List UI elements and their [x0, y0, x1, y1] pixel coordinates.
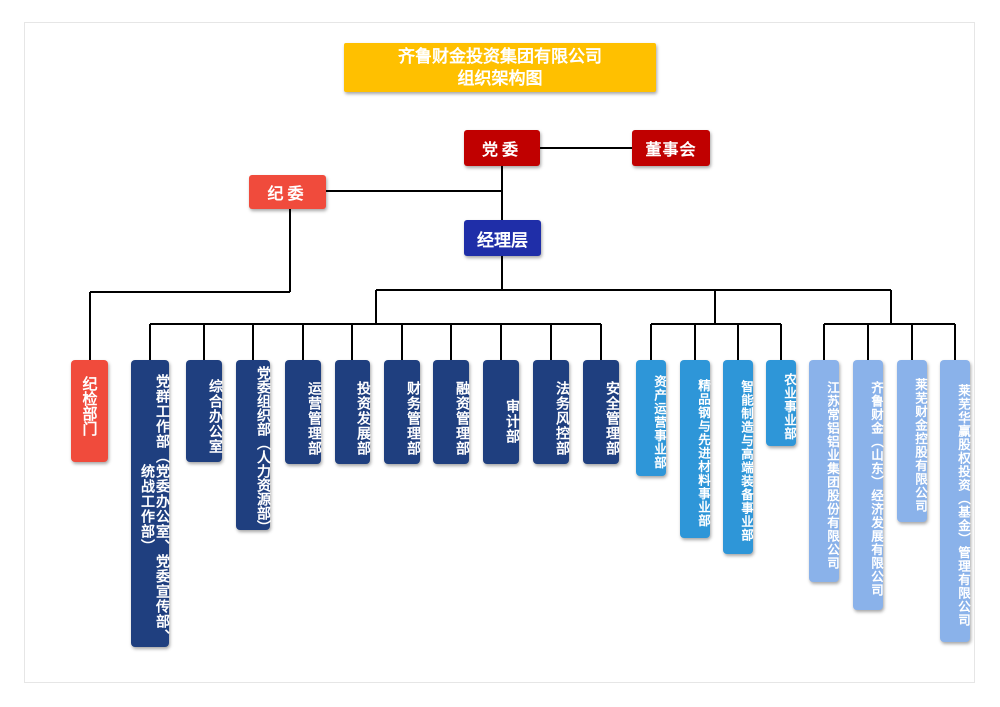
company-label: 莱芜华赢股权投资（基金）管理有限公司: [956, 383, 971, 627]
dept-investment-development: 投资发展部: [335, 360, 371, 464]
dept-organization-hr: 党委组织部（人力资源部）: [236, 360, 271, 534]
dept-label: 运营管理部: [306, 380, 322, 456]
title-line-2: 组织架构图: [457, 68, 543, 89]
company-laiwu-caijin-holding: 莱芜财金控股有限公司: [897, 360, 928, 522]
dept-general-office: 综合办公室: [186, 360, 223, 462]
bu-agriculture: 农业事业部: [766, 360, 797, 446]
chart-title: 齐鲁财金投资集团有限公司 组织架构图: [344, 43, 656, 92]
dept-audit: 审计部: [483, 360, 520, 464]
party-committee-box: 党委: [464, 130, 540, 166]
board-box: 董事会: [632, 130, 710, 166]
company-laiwu-huaying-fund: 莱芜华赢股权投资（基金）管理有限公司: [940, 360, 971, 642]
dept-label: 融资管理部: [454, 380, 470, 456]
company-jiangsu-changlv: 江苏常铝铝业集团股份有限公司: [809, 360, 840, 582]
dept-label: 综合办公室: [207, 378, 223, 454]
party-committee-label: 党委: [481, 140, 522, 159]
dept-finance: 财务管理部: [384, 360, 421, 464]
dept-safety: 安全管理部: [583, 360, 620, 464]
management-label: 经理层: [477, 230, 528, 251]
bu-label: 资产运营事业部: [652, 374, 667, 470]
dept-operations: 运营管理部: [285, 360, 322, 464]
dept-label: 党委组织部（人力资源部）: [255, 366, 271, 534]
dept-label: 财务管理部: [405, 380, 421, 456]
bu-asset-operations: 资产运营事业部: [636, 360, 667, 476]
bu-label: 农业事业部: [782, 373, 797, 441]
discipline-committee-label: 纪委: [267, 184, 308, 203]
dept-label: 法务风控部: [554, 380, 570, 456]
dept-label: 党群工作部（党委办公室、党委宣传部、统战工作部）: [139, 373, 170, 644]
company-label: 莱芜财金控股有限公司: [913, 377, 928, 513]
dept-financing: 融资管理部: [433, 360, 470, 464]
discipline-committee-box: 纪委: [249, 175, 326, 209]
company-label: 齐鲁财金（山东）经济发展有限公司: [869, 381, 884, 597]
dept-label: 审计部: [504, 398, 520, 444]
title-line-1: 齐鲁财金投资集团有限公司: [398, 46, 602, 67]
discipline-dept-box: 纪检部门: [71, 360, 108, 462]
bu-steel-materials: 精品钢与先进材料事业部: [680, 360, 711, 538]
discipline-dept-label: 纪检部门: [80, 376, 99, 436]
dept-legal-risk: 法务风控部: [533, 360, 570, 464]
dept-label: 投资发展部: [355, 380, 371, 456]
dept-party-mass-work: 党群工作部（党委办公室、党委宣传部、统战工作部）: [131, 360, 170, 647]
bu-label: 精品钢与先进材料事业部: [696, 378, 711, 528]
bu-intelligent-manufacturing: 智能制造与高端装备事业部: [723, 360, 754, 554]
company-qilu-caijin-shandong: 齐鲁财金（山东）经济发展有限公司: [853, 360, 884, 610]
dept-label: 安全管理部: [604, 380, 620, 456]
board-label: 董事会: [645, 140, 697, 159]
bu-label: 智能制造与高端装备事业部: [739, 380, 754, 542]
company-label: 江苏常铝铝业集团股份有限公司: [825, 380, 840, 570]
diagram-frame: [24, 22, 975, 683]
management-box: 经理层: [464, 220, 541, 256]
